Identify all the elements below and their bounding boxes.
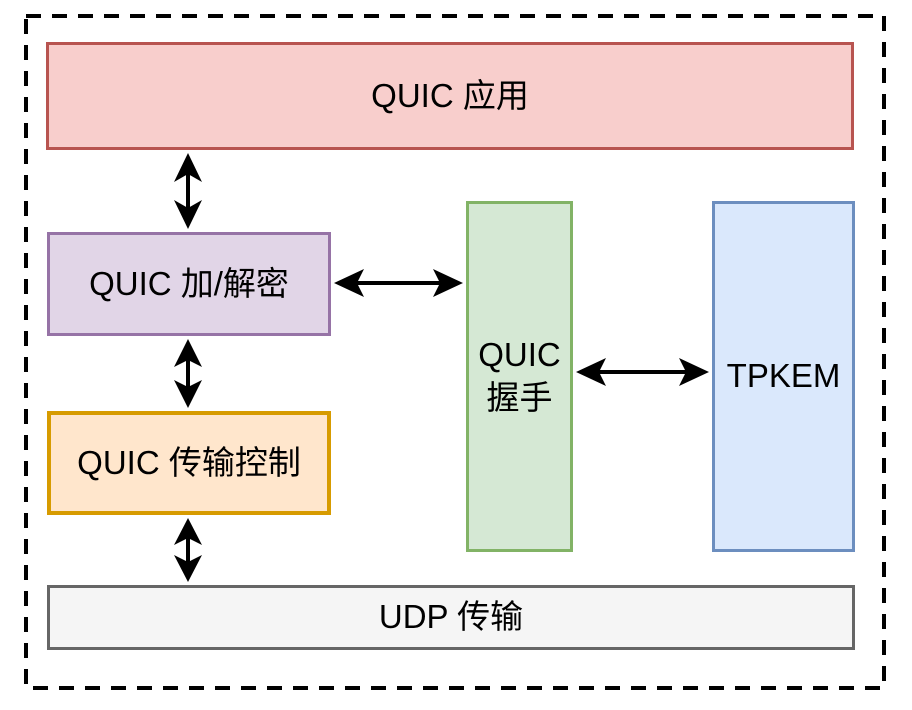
double-arrow-transport-udp-icon [174,518,202,582]
box-quic-transport-control: QUIC 传输控制 [47,411,331,515]
box-udp-transport: UDP 传输 [47,585,855,650]
box-quic-crypto: QUIC 加/解密 [47,232,331,336]
double-arrow-handshake-tpkem-icon [576,358,709,386]
quic-app-label: QUIC 应用 [371,76,529,114]
quic-crypto-label: QUIC 加/解密 [89,264,289,302]
double-arrow-crypto-transport-icon [174,339,202,408]
tpkem-label: TPKEM [726,357,841,395]
quic-handshake-label: QUIC 握手 [478,335,570,416]
box-quic-handshake: QUIC 握手 [466,201,573,552]
udp-transport-label: UDP 传输 [378,598,524,636]
double-arrow-crypto-handshake-icon [334,269,463,297]
double-arrow-app-crypto-icon [174,153,202,229]
box-tpkem: TPKEM [712,201,855,552]
box-quic-app: QUIC 应用 [46,42,854,150]
quic-transport-control-label: QUIC 传输控制 [77,443,301,481]
